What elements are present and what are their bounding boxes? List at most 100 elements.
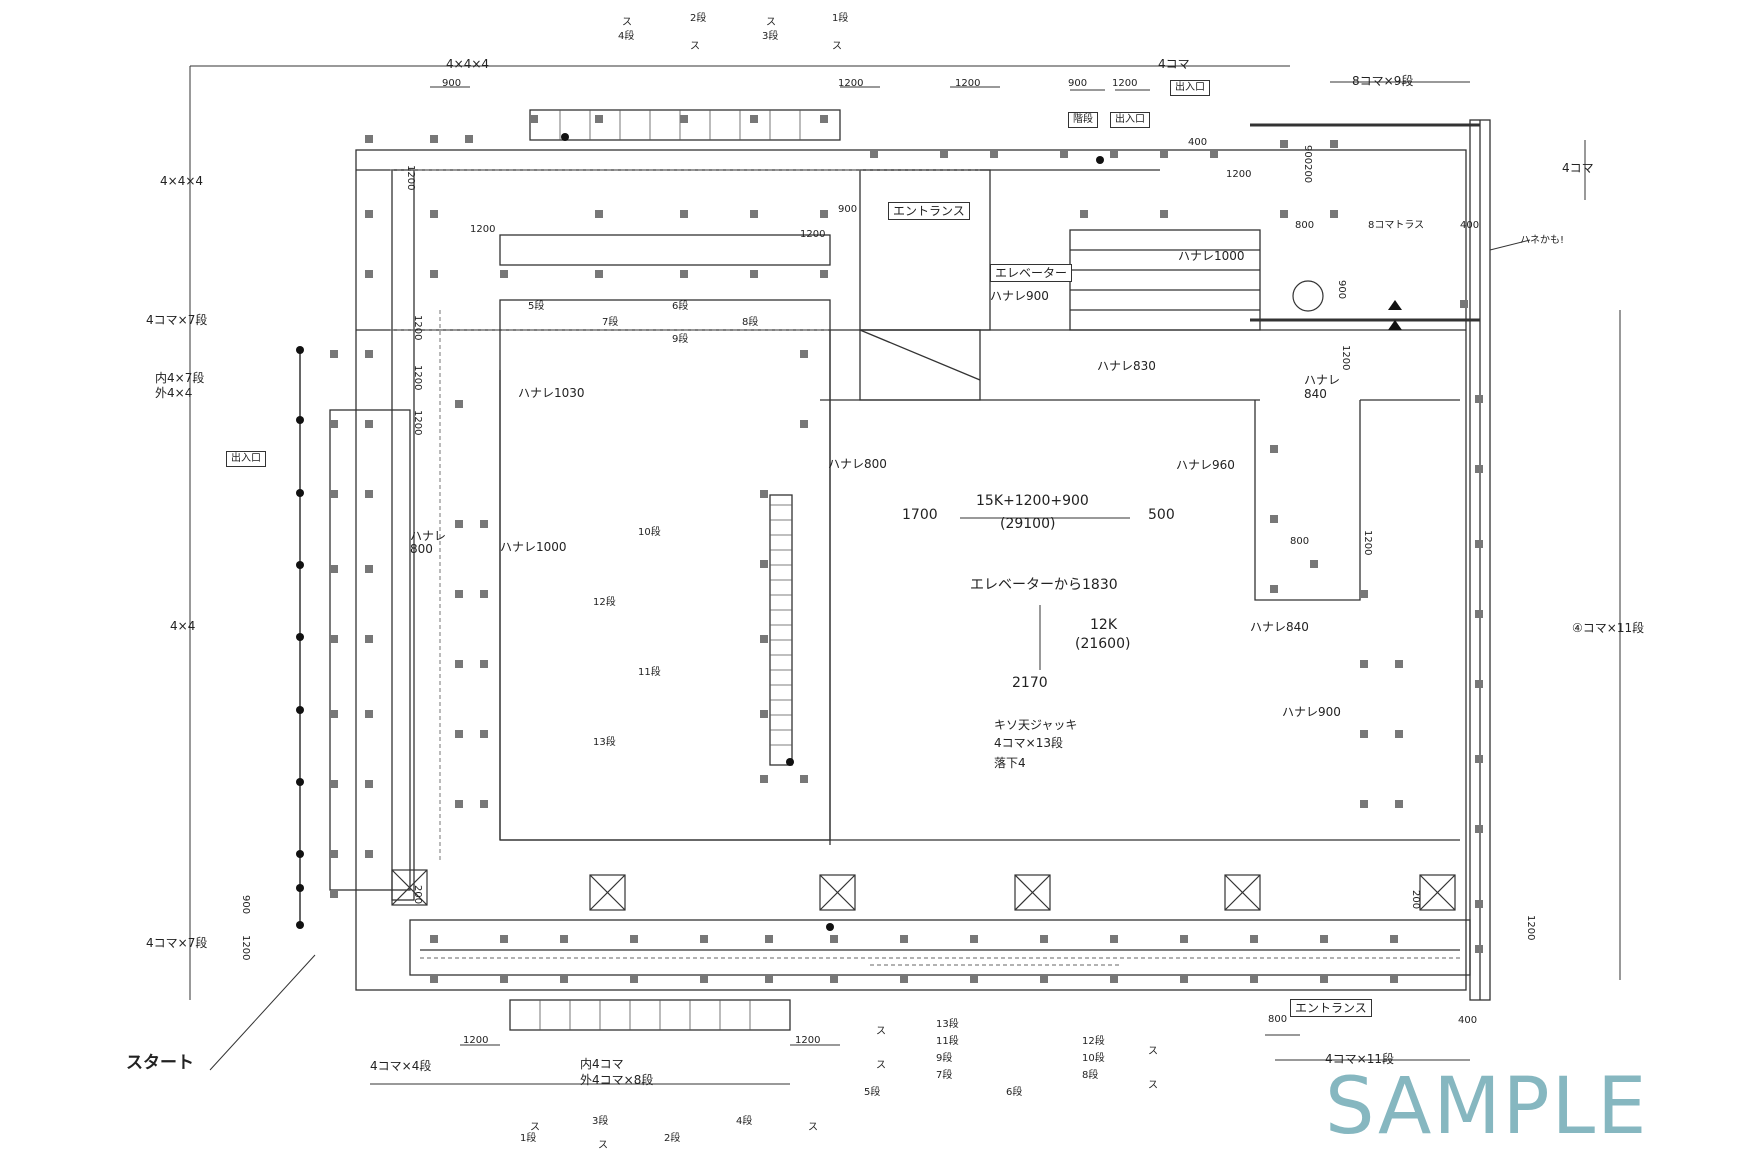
top-note-3dan: 3段 — [762, 31, 779, 42]
hanare-900-right: ハナレ900 — [1282, 705, 1341, 719]
legend-bottom1-0: 3段 — [592, 1116, 609, 1127]
marker-triangle-1 — [1388, 300, 1402, 310]
dim-1200-a: 1200 — [838, 78, 864, 89]
legend-col1-4: 5段 — [864, 1087, 881, 1098]
start-label: スタート — [126, 1053, 194, 1073]
dim-bottom-800: 800 — [1268, 1014, 1288, 1025]
outer-frame — [355, 149, 1467, 991]
dim-1200-f: 1200 — [800, 229, 826, 240]
dim-bottom-mid-a: 内4コマ — [580, 1057, 624, 1071]
top-note-2dan: 2段 — [690, 13, 707, 24]
corner-jack-boxes — [391, 869, 1456, 911]
top-note-su-3: ス — [766, 17, 776, 28]
dim-1200-e: 1200 — [470, 224, 496, 235]
ladder-rungs — [539, 110, 801, 1030]
steps-6: 6段 — [672, 301, 689, 312]
steps-10: 10段 — [638, 527, 661, 538]
dim-left-4: 4×4 — [170, 619, 196, 633]
dim-1200-k: 1200 — [1340, 345, 1351, 371]
dim-bottom-mid-b: 外4コマ×8段 — [580, 1073, 654, 1087]
hane-note: ハネかも! — [1520, 235, 1565, 246]
legend-col2-2: 8段 — [1082, 1070, 1099, 1081]
steps-9: 9段 — [672, 334, 689, 345]
center-dimension-total: (29100) — [1000, 516, 1056, 532]
top-note-1dan: 1段 — [832, 13, 849, 24]
dim-top-far-right: 8コマ×9段 — [1352, 74, 1414, 88]
hanare-800-a: ハナレ800 — [828, 457, 887, 471]
top-note-su-1: ス — [622, 17, 632, 28]
steps-11: 11段 — [638, 667, 661, 678]
dim-1200-n: 1200 — [240, 935, 251, 961]
legend-su-6: ス — [598, 1140, 608, 1151]
exit-label-left: 出入口 — [226, 451, 266, 467]
sample-watermark: SAMPLE — [1325, 1062, 1649, 1152]
steps-7: 7段 — [602, 317, 619, 328]
dim-left-2: 4コマ×7段 — [146, 313, 208, 327]
k12-label: 12K — [1090, 617, 1117, 633]
exit-label-top-1: 出入口 — [1170, 80, 1210, 96]
dim-1200-g: 1200 — [405, 165, 416, 191]
dim-bottom-right: 4コマ×11段 — [1325, 1052, 1394, 1066]
dim-1200-b: 1200 — [955, 78, 981, 89]
stair-block — [1069, 229, 1261, 331]
dim-900-d: 900 — [1336, 280, 1347, 300]
hanare-830: ハナレ830 — [1097, 359, 1156, 373]
dim-1200-d: 1200 — [1226, 169, 1252, 180]
dim-200-a: 200 — [1410, 890, 1421, 910]
jack-note-2: 4コマ×13段 — [994, 736, 1063, 750]
truss-label: 8コマトラス — [1368, 220, 1425, 231]
dim-400-a: 400 — [1188, 137, 1208, 148]
k12-total: (21600) — [1075, 636, 1131, 652]
inner-block-left — [499, 299, 831, 841]
dim-900-c: 900 — [838, 204, 858, 215]
dim-800-b: 800 — [1290, 536, 1310, 547]
dim-2170: 2170 — [1012, 675, 1048, 691]
hanare-800-c: 800 — [410, 542, 433, 556]
hanare-900-top: ハナレ900 — [990, 289, 1049, 303]
hanare-840-c: ハナレ840 — [1250, 620, 1309, 634]
hanare-960: ハナレ960 — [1176, 458, 1235, 472]
elevator-from: エレベーターから1830 — [970, 577, 1118, 593]
dim-left-3a: 内4×7段 — [155, 371, 205, 385]
dim-1200-m: 1200 — [1525, 915, 1536, 941]
dim-800-a: 800 — [1295, 220, 1315, 231]
dim-bottom-1200-a: 1200 — [463, 1035, 489, 1046]
legend-col1-3: 7段 — [936, 1070, 953, 1081]
center-dimension: 15K+1200+900 — [976, 493, 1089, 509]
dim-1200-j: 1200 — [412, 410, 423, 436]
marker-triangle-2 — [1388, 320, 1402, 330]
stairs-room-label: 階段 — [1068, 112, 1098, 128]
hanare-840-b: 840 — [1304, 387, 1327, 401]
dim-right-1: 4コマ — [1562, 161, 1594, 175]
anchor-dots — [296, 133, 1104, 931]
dim-900-b: 900 — [1068, 78, 1088, 89]
dashed-guides — [390, 169, 1460, 966]
dim-bottom-left: 4コマ×4段 — [370, 1059, 432, 1073]
dim-1200-c: 1200 — [1112, 78, 1138, 89]
top-note-4dan: 4段 — [618, 31, 635, 42]
dim-1200-i: 1200 — [412, 365, 423, 391]
jack-note-1: キソ天ジャッキ — [994, 718, 1078, 732]
dim-left-3b: 外4×4 — [155, 386, 193, 400]
legend-su-2: ス — [876, 1060, 886, 1071]
entrance-label-top: エントランス — [888, 202, 970, 220]
steps-13: 13段 — [593, 737, 616, 748]
dim-900200: 900200 — [1302, 145, 1313, 184]
legend-su-1: ス — [876, 1026, 886, 1037]
legend-bottom2-0: 4段 — [736, 1116, 753, 1127]
tank-circle — [1292, 280, 1324, 312]
entrance-label-bottom: エントランス — [1290, 999, 1372, 1017]
dim-200-b: 200 — [412, 885, 423, 905]
elevator-label: エレベーター — [990, 264, 1073, 282]
top-note-su-2: ス — [690, 41, 700, 52]
legend-col2-1: 10段 — [1082, 1053, 1105, 1064]
building-outline — [299, 109, 1491, 1031]
legend-col2-0: 12段 — [1082, 1036, 1105, 1047]
dim-left-5: 4コマ×7段 — [146, 936, 208, 950]
dim-left-1: 4×4×4 — [160, 174, 204, 188]
jack-note-3: 落下4 — [994, 756, 1026, 770]
steps-5: 5段 — [528, 301, 545, 312]
legend-su-4: ス — [1148, 1080, 1158, 1091]
hanare-1000-left: ハナレ1000 — [500, 540, 567, 554]
hanare-840-a: ハナレ — [1304, 373, 1341, 387]
